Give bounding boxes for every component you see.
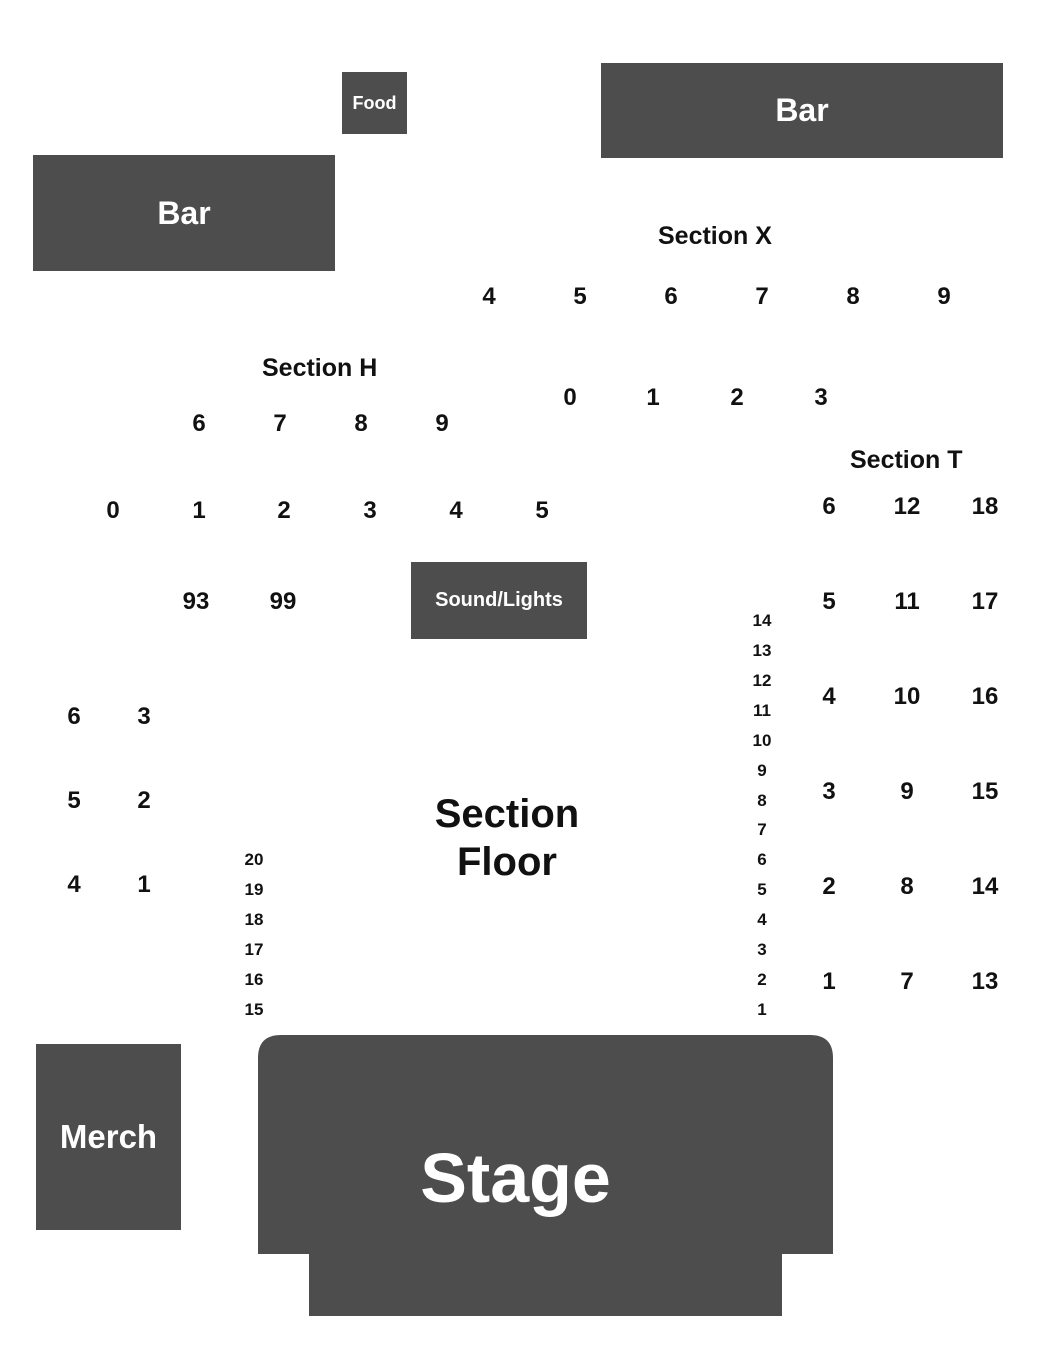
floor-position[interactable]: 7 xyxy=(757,820,767,839)
seat[interactable]: 9 xyxy=(900,778,914,805)
floor-position[interactable]: 4 xyxy=(757,910,767,929)
merch-label: Merch xyxy=(59,1118,158,1155)
seat[interactable]: 4 xyxy=(822,683,836,710)
section-floor-line-1: Section xyxy=(434,792,580,836)
floor-position[interactable]: 18 xyxy=(244,910,264,929)
floor-position[interactable]: 17 xyxy=(244,940,264,959)
seat[interactable]: 93 xyxy=(182,588,210,615)
floor-position[interactable]: 6 xyxy=(757,850,767,869)
seat[interactable]: 13 xyxy=(971,968,999,995)
seat[interactable]: 9 xyxy=(937,283,951,310)
floor-position[interactable]: 20 xyxy=(244,850,264,869)
seat[interactable]: 0 xyxy=(106,497,120,524)
seat[interactable]: 5 xyxy=(535,497,549,524)
seat[interactable]: 2 xyxy=(277,497,291,524)
seat[interactable]: 12 xyxy=(893,493,921,520)
seat[interactable]: 5 xyxy=(573,283,587,310)
seat[interactable]: 2 xyxy=(730,384,744,411)
seat[interactable]: 9 xyxy=(435,410,449,437)
seat[interactable]: 7 xyxy=(273,410,287,437)
floor-position[interactable]: 1 xyxy=(757,1000,767,1019)
seat[interactable]: 99 xyxy=(269,588,297,615)
seat[interactable]: 4 xyxy=(67,871,81,898)
section-h-label: Section H xyxy=(262,354,378,382)
floor-position[interactable]: 15 xyxy=(244,1000,264,1019)
seat[interactable]: 3 xyxy=(137,703,151,730)
stage-label: Stage xyxy=(420,1139,611,1217)
floor-position[interactable]: 10 xyxy=(752,731,772,750)
bar-right[interactable]: Bar xyxy=(601,63,1003,158)
seat[interactable]: 2 xyxy=(137,787,151,814)
seat[interactable]: 3 xyxy=(363,497,377,524)
seat[interactable]: 16 xyxy=(971,683,999,710)
seat[interactable]: 1 xyxy=(822,968,836,995)
floor-position[interactable]: 19 xyxy=(244,880,264,899)
seat[interactable]: 11 xyxy=(894,588,920,615)
seat[interactable]: 7 xyxy=(755,283,769,310)
seat[interactable]: 4 xyxy=(482,283,496,310)
section-x-label: Section X xyxy=(658,222,772,250)
floor-position[interactable]: 3 xyxy=(757,940,767,959)
seat[interactable]: 15 xyxy=(971,778,999,805)
bar-left-label: Bar xyxy=(157,194,211,231)
seat[interactable]: 8 xyxy=(846,283,860,310)
bar-left[interactable]: Bar xyxy=(33,155,335,271)
floor-position[interactable]: 12 xyxy=(752,671,772,690)
section-t-label: Section T xyxy=(850,446,963,474)
seat[interactable]: 3 xyxy=(814,384,828,411)
floor-position[interactable]: 11 xyxy=(753,701,771,720)
seat[interactable]: 5 xyxy=(67,787,81,814)
floor-position[interactable]: 14 xyxy=(752,611,772,630)
bar-right-label: Bar xyxy=(775,92,829,128)
seat[interactable]: 6 xyxy=(67,703,81,730)
food-label: Food xyxy=(352,92,397,113)
section-floor-line-2: Floor xyxy=(457,840,557,884)
seat[interactable]: 2 xyxy=(822,873,836,900)
seat[interactable]: 0 xyxy=(563,384,577,411)
seat[interactable]: 5 xyxy=(822,588,836,615)
seat[interactable]: 14 xyxy=(971,873,999,900)
seat[interactable]: 8 xyxy=(354,410,368,437)
seat[interactable]: 4 xyxy=(449,497,463,524)
seat[interactable]: 1 xyxy=(646,384,660,411)
floor-position[interactable]: 16 xyxy=(244,970,264,989)
sound-lights-label: Sound/Lights xyxy=(435,589,563,611)
merch-area[interactable]: Merch xyxy=(36,1044,181,1230)
floor-position[interactable]: 8 xyxy=(757,791,767,810)
seat[interactable]: 7 xyxy=(900,968,914,995)
floor-position[interactable]: 2 xyxy=(757,970,767,989)
seat[interactable]: 6 xyxy=(822,493,836,520)
seat[interactable]: 8 xyxy=(900,873,914,900)
seat[interactable]: 6 xyxy=(192,410,206,437)
seat[interactable]: 1 xyxy=(137,871,151,898)
seat[interactable]: 18 xyxy=(971,493,999,520)
section-floor-label: Section Floor xyxy=(407,790,607,886)
seat[interactable]: 3 xyxy=(822,778,836,805)
floor-position[interactable]: 5 xyxy=(757,880,767,899)
floor-position[interactable]: 9 xyxy=(757,761,767,780)
food-area[interactable]: Food xyxy=(342,72,407,134)
seat[interactable]: 10 xyxy=(893,683,921,710)
sound-lights-booth[interactable]: Sound/Lights xyxy=(411,562,587,639)
seat[interactable]: 1 xyxy=(192,497,206,524)
seat[interactable]: 6 xyxy=(664,283,678,310)
floor-position[interactable]: 13 xyxy=(752,641,772,660)
seat[interactable]: 17 xyxy=(971,588,999,615)
